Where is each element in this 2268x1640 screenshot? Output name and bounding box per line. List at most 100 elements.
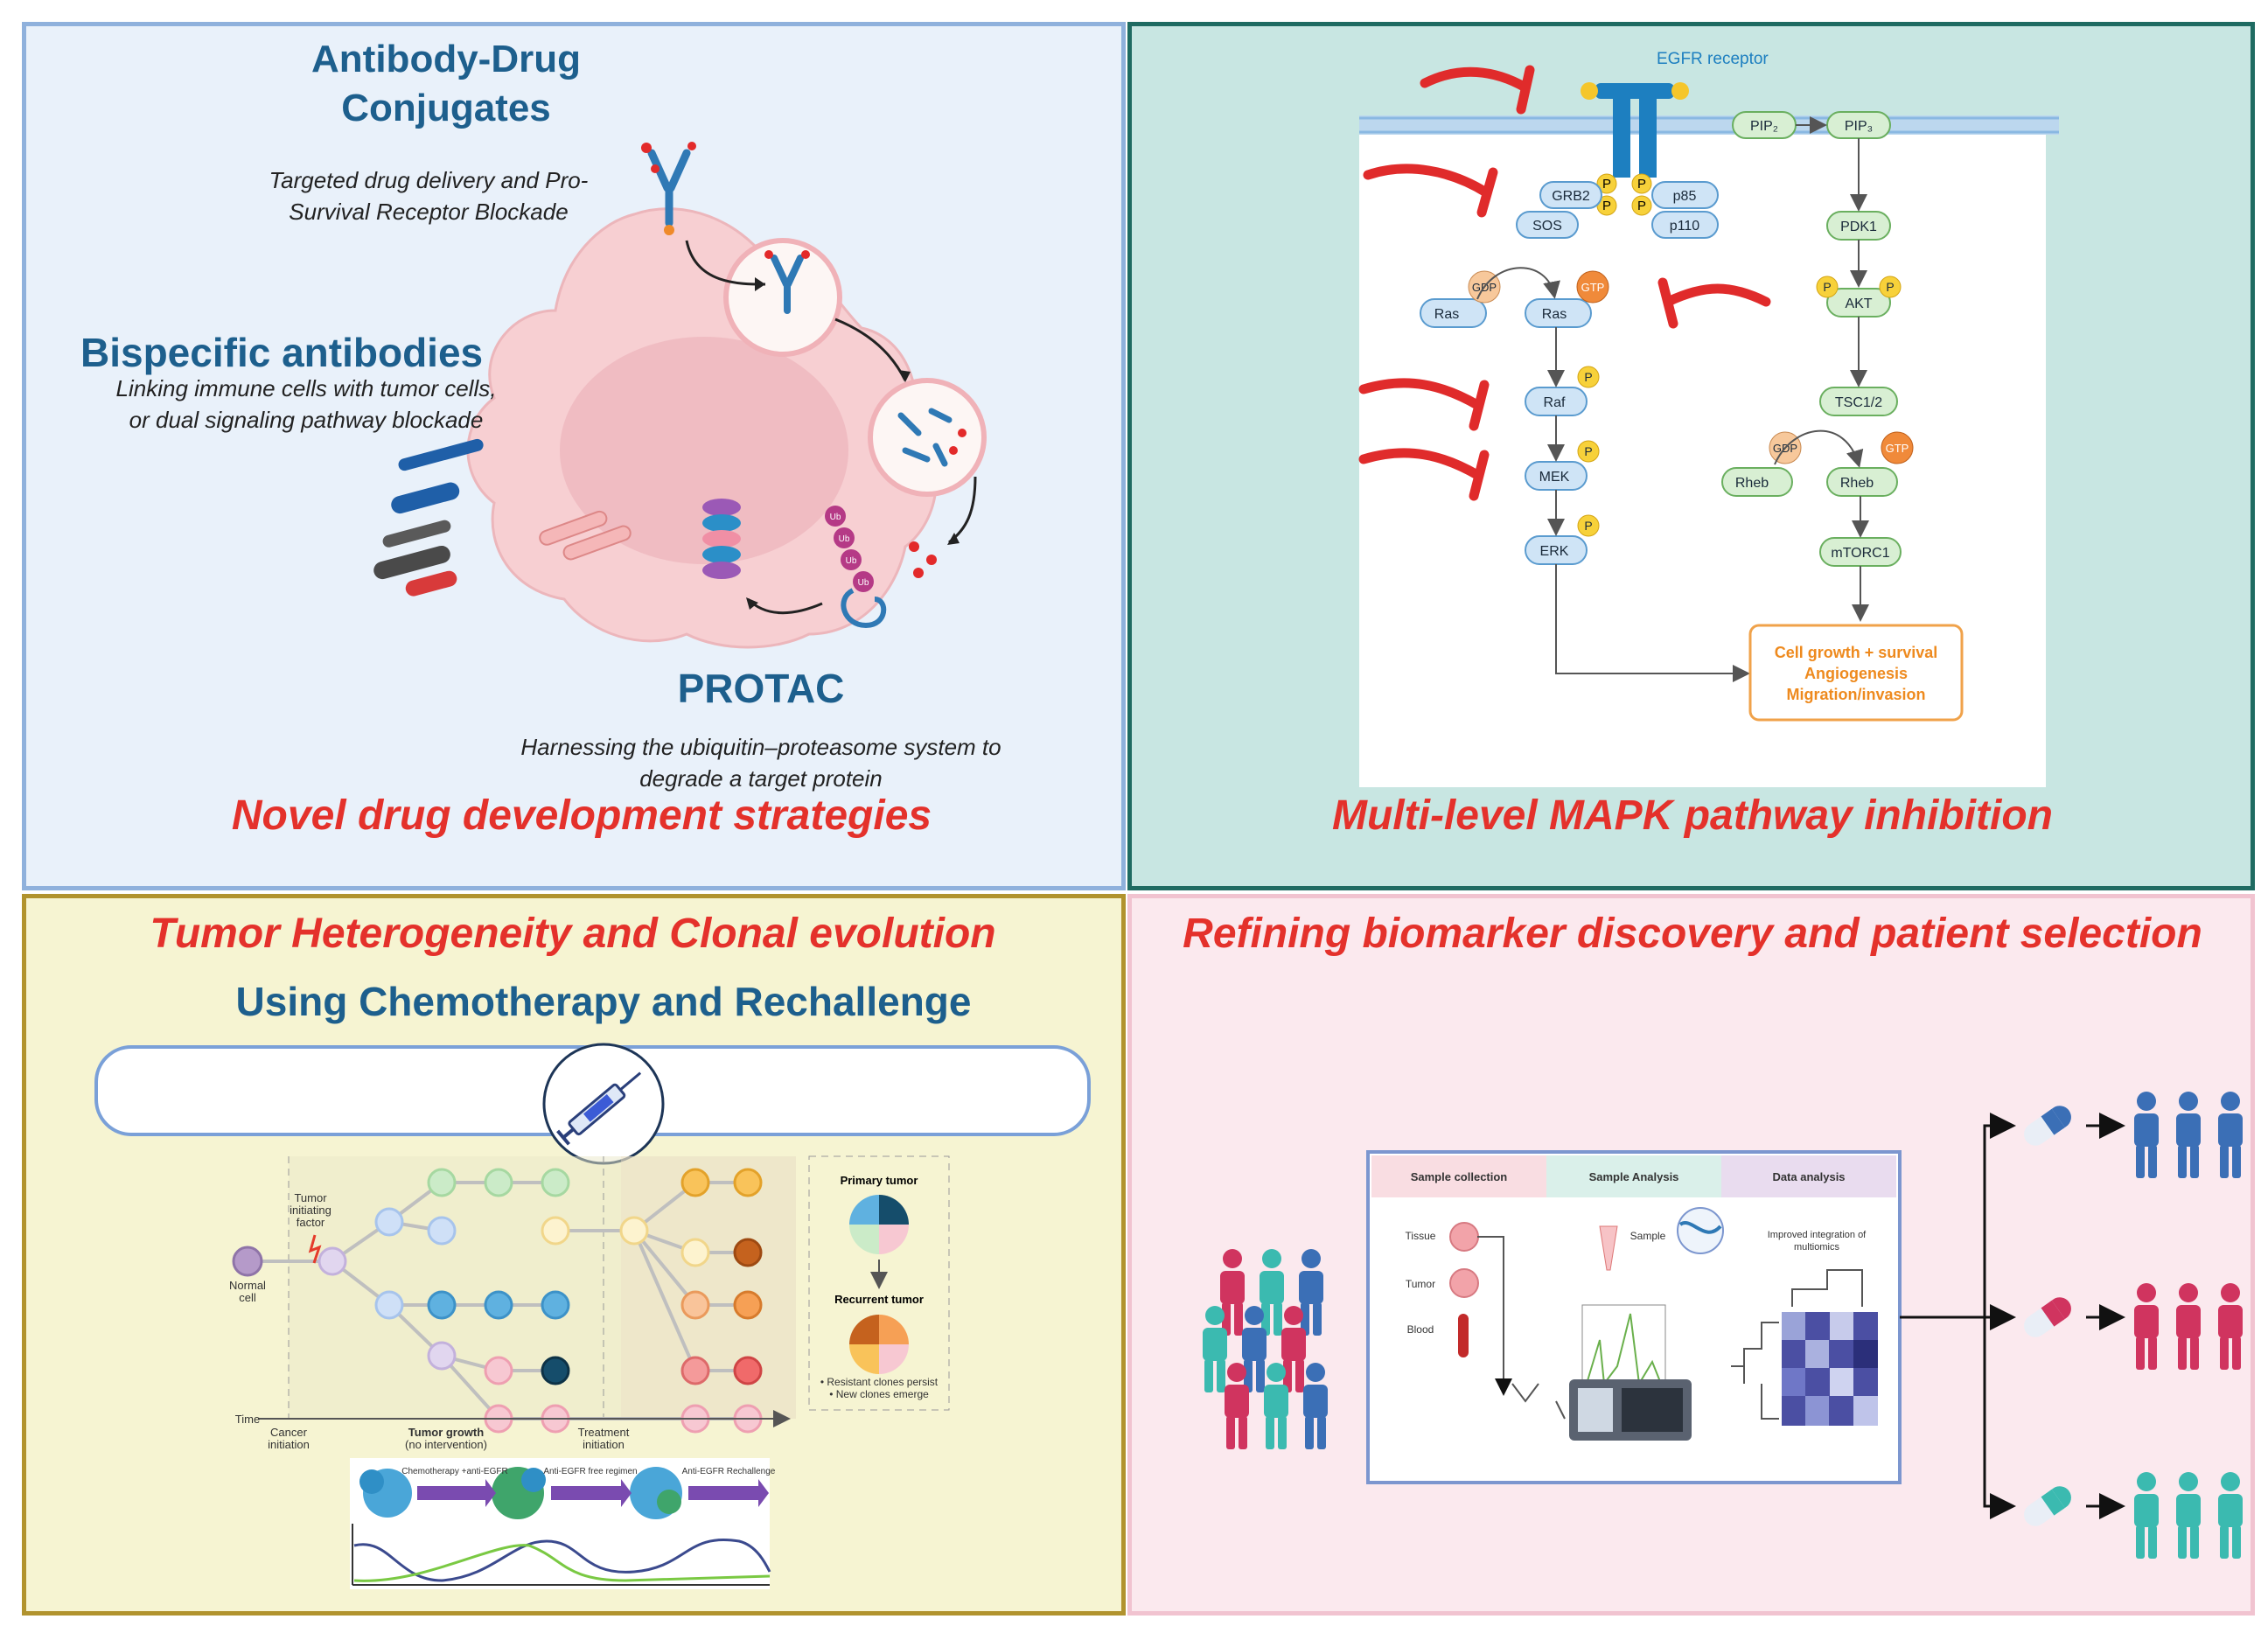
section-data-analysis: Data analysis [1772, 1170, 1845, 1183]
adc-desc-line1: Targeted drug delivery and Pro- [269, 167, 589, 193]
svg-text:p110: p110 [1670, 219, 1700, 234]
bispecific-antibody-3 [539, 510, 632, 561]
svg-text:P: P [1602, 177, 1611, 192]
svg-text:Rheb: Rheb [1840, 476, 1874, 491]
protac-desc-line2: degrade a target protein [639, 765, 883, 792]
adc-desc-line2: Survival Receptor Blockade [289, 199, 569, 225]
panel3-subtitle: Using Chemotherapy and Rechallenge [235, 979, 972, 1024]
panel4-title: Refining biomarker discovery and patient… [1183, 911, 2202, 957]
sample-tissue: Tissue [1406, 1230, 1436, 1242]
note-resistant: • Resistant clones persist [820, 1376, 939, 1388]
outcome-box [1748, 624, 1964, 722]
note-new-clones: • New clones emerge [829, 1388, 929, 1400]
phase-3-line2: initiation [583, 1438, 625, 1451]
protac-desc-line1: Harnessing the ubiquitin–proteasome syst… [520, 734, 1001, 760]
egfr-receptor [1581, 82, 1689, 178]
treatment-step-2: Anti-EGFR free regimen [543, 1467, 637, 1476]
clone-nodes [232, 1168, 763, 1434]
panel3-title: Tumor Heterogeneity and Clonal evolution [150, 911, 996, 957]
svg-text:P: P [1637, 199, 1646, 213]
phase-2-line2: (no intervention) [405, 1438, 487, 1451]
svg-text:PDK1: PDK1 [1840, 220, 1877, 234]
panel2-caption: Multi-level MAPK pathway inhibition [1331, 792, 2053, 839]
time-label: Time [235, 1413, 260, 1426]
phase-1-line2: initiation [268, 1438, 310, 1451]
inhibitors [1358, 65, 1771, 501]
svg-text:mTORC1: mTORC1 [1831, 546, 1889, 561]
multiomics-line1: Improved integration of [1768, 1230, 1867, 1240]
svg-text:P: P [1602, 199, 1611, 213]
svg-text:P: P [1637, 177, 1646, 192]
primary-tumor-pie [849, 1195, 909, 1254]
svg-text:ERK: ERK [1540, 544, 1569, 559]
endosome-2 [868, 378, 987, 497]
svg-text:GTP: GTP [1581, 281, 1605, 294]
bispecific-desc-line2: or dual signaling pathway blockade [129, 407, 484, 433]
adc-title-line2: Conjugates [341, 87, 551, 129]
bispecific-antibody-2 [373, 545, 457, 597]
node-p110 [1651, 211, 1719, 239]
recurrent-tumor-label: Recurrent tumor [834, 1293, 924, 1306]
sample-label: Sample [1630, 1230, 1666, 1242]
adc-title-line1: Antibody-Drug [311, 38, 581, 80]
normal-cell-label-2: cell [239, 1291, 256, 1304]
egfr-label: EGFR receptor [1657, 50, 1769, 68]
protac-description: Harnessing the ubiquitin–proteasome syst… [472, 731, 1050, 794]
phase-3-line1: Treatment [578, 1426, 630, 1439]
panel1-caption: Novel drug development strategies [231, 792, 932, 839]
panel4-workflow-diagram: Sample collection Sample Analysis Data a… [1203, 1092, 2243, 1559]
svg-text:PIP₃: PIP₃ [1845, 119, 1873, 134]
svg-text:P: P [1823, 280, 1831, 294]
receptor-phosphates: P P P P [1596, 173, 1652, 216]
svg-text:Rheb: Rheb [1735, 476, 1769, 491]
group-teal [2134, 1472, 2243, 1559]
node-ras-gdp [1420, 298, 1487, 328]
outcome-line-1: Cell growth + survival [1775, 644, 1938, 661]
node-tsc [1819, 387, 1898, 416]
pill-teal [2024, 1486, 2071, 1526]
svg-text:TSC1/2: TSC1/2 [1835, 395, 1882, 410]
bispecific-antibody-1 [382, 438, 484, 548]
panel3-evolution-diagram: Normal cell Tumor initiating factor Time… [94, 1043, 1091, 1589]
tumor-cluster-2 [492, 1467, 546, 1519]
bispecific-description: Linking immune cells with tumor cells, o… [79, 373, 534, 436]
adc-title: Antibody-Drug Conjugates [262, 35, 630, 133]
svg-text:P: P [1584, 519, 1592, 533]
adc-antibody [641, 142, 696, 235]
panel1-illustration: Ub Ub Ub Ub [373, 142, 987, 649]
outcome-line-3: Migration/invasion [1786, 686, 1925, 703]
syringe-icon [556, 1071, 642, 1146]
svg-text:Ub: Ub [839, 534, 850, 544]
node-grb2 [1539, 181, 1602, 209]
svg-text:Ras: Ras [1434, 307, 1459, 322]
treatment-step-3: Anti-EGFR Rechallenge [682, 1467, 776, 1476]
svg-text:Ub: Ub [858, 578, 869, 588]
node-ras-gtp [1525, 298, 1592, 328]
section-sample-analysis: Sample Analysis [1589, 1170, 1679, 1183]
endosome-1 [723, 238, 842, 357]
bispecific-title: Bispecific antibodies [80, 330, 484, 375]
normal-cell-label-1: Normal [229, 1279, 266, 1292]
svg-text:P: P [1886, 280, 1894, 294]
svg-text:GTP: GTP [1886, 442, 1909, 455]
svg-text:MEK: MEK [1539, 470, 1570, 485]
nucleus [560, 337, 848, 564]
svg-text:P: P [1584, 370, 1592, 384]
treatment-step-1: Chemotherapy +anti-EGFR [401, 1467, 507, 1476]
proteasome [702, 499, 741, 579]
node-p85 [1651, 181, 1719, 209]
heatmap [1782, 1312, 1878, 1426]
svg-text:Ras: Ras [1542, 307, 1567, 322]
svg-text:GRB2: GRB2 [1552, 189, 1590, 204]
phase-2-line1: Tumor growth [408, 1426, 484, 1439]
phase-1-line1: Cancer [270, 1426, 308, 1439]
patient-crowd [1203, 1249, 1328, 1449]
internalized-adc [764, 250, 810, 314]
group-red [2134, 1283, 2243, 1370]
protac-title: PROTAC [677, 666, 845, 711]
pill-blue [2024, 1106, 2071, 1146]
pill-red [2024, 1297, 2071, 1337]
initiating-label-3: factor [297, 1216, 325, 1229]
recurrent-tumor-pie [849, 1315, 909, 1374]
panel2-pathway-diagram: EGFR receptor P P P P GRB2 SOS p85 p110 … [1358, 50, 2059, 787]
